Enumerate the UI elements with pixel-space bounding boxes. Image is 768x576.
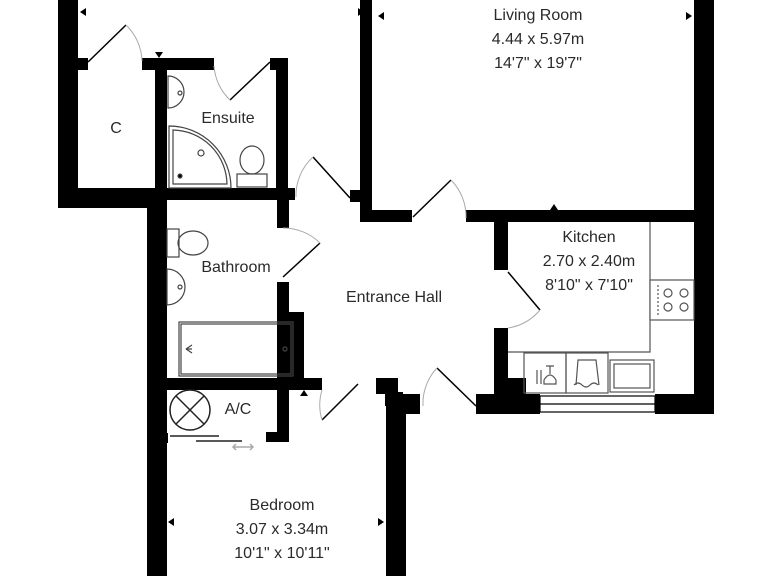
room-label-kitchen: Kitchen 2.70 x 2.40m 8'10" x 7'10" bbox=[543, 226, 636, 298]
room-name: C bbox=[110, 120, 122, 137]
ensuite-fixtures bbox=[167, 75, 268, 189]
room-name: Kitchen bbox=[562, 229, 616, 246]
kitchen-counter bbox=[508, 222, 695, 394]
room-label-bedroom: Bedroom 3.07 x 3.34m 10'1" x 10'11" bbox=[234, 494, 329, 566]
dimension-markers bbox=[80, 8, 692, 526]
room-label-cupboard: C bbox=[110, 117, 122, 141]
room-dimensions-imperial: 10'1" x 10'11" bbox=[234, 545, 330, 562]
room-name: A/C bbox=[224, 401, 252, 418]
room-label-bathroom: Bathroom bbox=[201, 256, 270, 280]
room-name: Entrance Hall bbox=[345, 289, 443, 306]
room-dimensions-metric: 2.70 x 2.40m bbox=[542, 253, 636, 270]
room-name: Living Room bbox=[493, 7, 583, 24]
room-label-living-room: Living Room 4.44 x 5.97m 14'7" x 19'7" bbox=[492, 4, 585, 76]
doors bbox=[87, 24, 541, 421]
room-name: Bedroom bbox=[249, 497, 315, 514]
bathroom-fixtures bbox=[166, 228, 294, 377]
room-dimensions-imperial: 8'10" x 7'10" bbox=[545, 277, 633, 294]
room-label-ac: A/C bbox=[225, 398, 252, 422]
ac-unit bbox=[169, 389, 255, 451]
room-name: Ensuite bbox=[201, 110, 255, 127]
room-dimensions-metric: 3.07 x 3.34m bbox=[235, 521, 329, 538]
room-dimensions-imperial: 14'7" x 19'7" bbox=[494, 55, 582, 72]
room-dimensions-metric: 4.44 x 5.97m bbox=[491, 31, 585, 48]
room-name: Bathroom bbox=[201, 259, 271, 276]
room-label-ensuite: Ensuite bbox=[201, 107, 254, 131]
room-label-entrance-hall: Entrance Hall bbox=[346, 286, 442, 310]
walls bbox=[58, 0, 714, 576]
kitchen-window bbox=[539, 395, 656, 413]
